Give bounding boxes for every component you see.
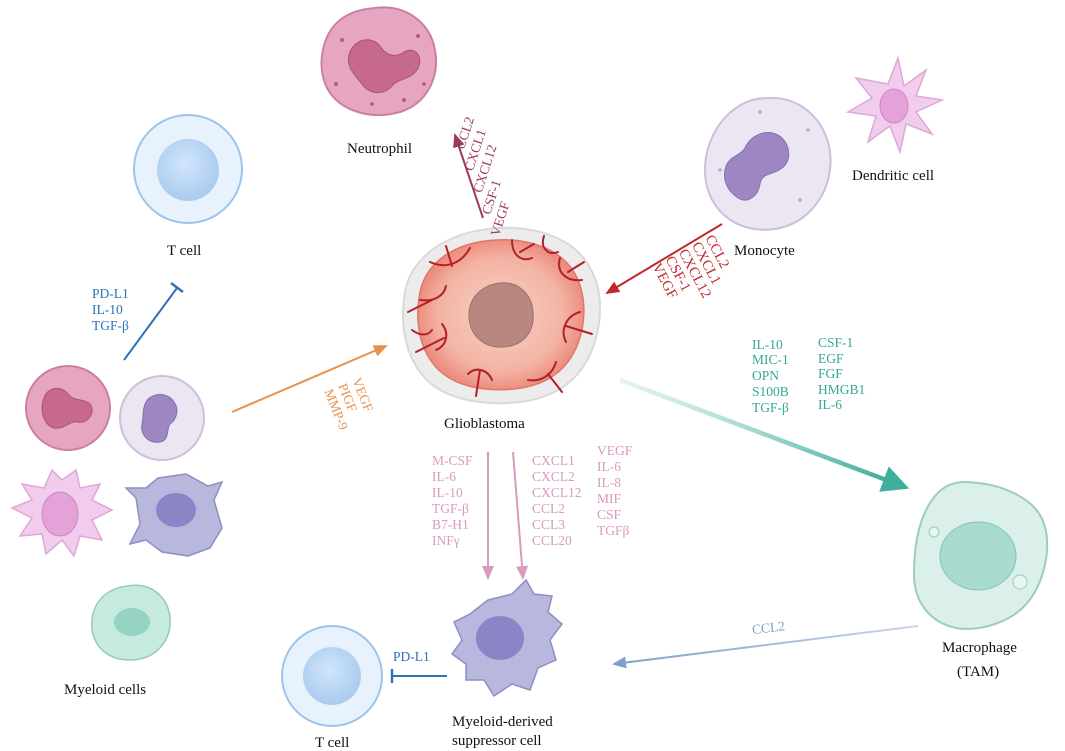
mdsc-cytokines-col3: VEGF IL-6 IL-8 MIF CSF TGFβ [597,443,633,538]
cytokine-item: TGF-β [752,400,789,415]
dendritic-cell-label: Dendritic cell [852,168,934,184]
mdsc-label-line1: Myeloid-derived [452,714,553,730]
cytokine-item: TGF-β [92,318,129,333]
macrophage-label-line2: (TAM) [957,664,999,680]
tumor-vessels [407,235,593,397]
t-cell-bottom-label: T cell [315,735,349,751]
macrophage-to-mdsc-arrow [612,625,919,669]
myeloid-to-tumor-arrow [231,345,388,413]
monocyte-recruitment-arrow [605,223,723,295]
cytokine-item: HMGB1 [818,382,865,397]
tumor-to-mdsc-arrow-2 [512,451,529,580]
glioblastoma-cell [402,226,601,405]
cytokine-item: VEGF [597,443,633,458]
myeloid-to-tumor-cytokines: VEGF PIGF MMP-9 [321,376,376,433]
macrophage-to-mdsc-label: CCL2 [751,618,786,637]
macrophage-cell [912,480,1049,630]
neutrophil-cytokines: CCL2 CXCL1 CXCL12 CSF-1 VEGF [453,115,513,238]
cytokine-item: IL-6 [432,469,456,484]
cytokine-item: B7-H1 [432,517,469,532]
cytokine-item: INFγ [432,533,460,548]
myeloid-dendritic [10,468,114,558]
cytokine-item: CCL3 [532,517,565,532]
mdsc-label-line2: suppressor cell [452,733,542,749]
tumor-to-macrophage-arrow [619,377,910,492]
cytokine-item: EGF [818,351,844,366]
cytokine-item: CSF-1 [818,335,853,350]
cytokine-item: IL-6 [597,459,621,474]
cytokine-item: IL-10 [432,485,463,500]
mdsc-cytokines-col1: M-CSF IL-6 IL-10 TGF-β B7-H1 INFγ [432,453,473,548]
cytokine-item: CCL20 [532,533,572,548]
mdsc-to-tcell-label: PD-L1 [393,649,430,664]
cytokine-item: TGF-β [432,501,469,516]
t-cell-bottom [281,625,383,727]
cytokine-item: FGF [818,366,843,381]
cytokine-item: IL-8 [597,475,621,490]
monocyte-cytokines: CCL2 CXCL1 CXCL12 CSF-1 VEGF [648,232,732,301]
cytokine-item: M-CSF [432,453,473,468]
macrophage-cytokines-col2: CSF-1 EGF FGF HMGB1 IL-6 [818,335,865,412]
cytokine-item: PD-L1 [92,286,129,301]
cytokine-item: MIC-1 [752,352,789,367]
myeloid-neutrophil [25,365,111,451]
inhibition-line-tcell-top [123,287,178,361]
myeloid-macrophage [91,584,171,661]
monocyte-cell [703,96,832,231]
cytokine-item: IL-10 [92,302,123,317]
cytokine-item: CXCL1 [532,453,575,468]
cytokine-item: MIF [597,491,621,506]
macrophage-label-line1: Macrophage [942,640,1017,656]
mdsc-cytokines-col2: CXCL1 CXCL2 CXCL12 CCL2 CCL3 CCL20 [532,453,582,548]
cytokine-item: CSF [597,507,622,522]
myeloid-cells-label: Myeloid cells [64,682,146,698]
myeloid-cells-cluster [10,365,224,661]
t-cell-top [133,114,243,224]
myeloid-mdsc [124,473,224,557]
cytokine-item: CXCL2 [532,469,575,484]
macrophage-cytokines-col1: IL-10 MIC-1 OPN S100B TGF-β [752,337,789,415]
dendritic-cell [845,55,945,155]
t-cell-inhibition-cytokines: PD-L1 IL-10 TGF-β [92,286,129,333]
cytokine-item: OPN [752,368,779,383]
glioblastoma-label: Glioblastoma [444,416,525,432]
neutrophil-label: Neutrophil [347,141,412,157]
t-cell-top-label: T cell [167,243,201,259]
cytokine-item: TGFβ [597,523,630,538]
cytokine-item: CXCL12 [532,485,582,500]
cytokine-item: CCL2 [532,501,565,516]
cytokine-item: IL-6 [818,397,842,412]
monocyte-label: Monocyte [734,243,795,259]
neutrophil-recruitment-arrow [453,133,484,219]
cytokine-item: S100B [752,384,789,399]
neutrophil-cell [320,6,437,116]
mdsc-cell [450,578,564,698]
cytokine-item: IL-10 [752,337,783,352]
inhibition-bar-tcell-top [170,282,184,293]
myeloid-monocyte [119,375,205,461]
